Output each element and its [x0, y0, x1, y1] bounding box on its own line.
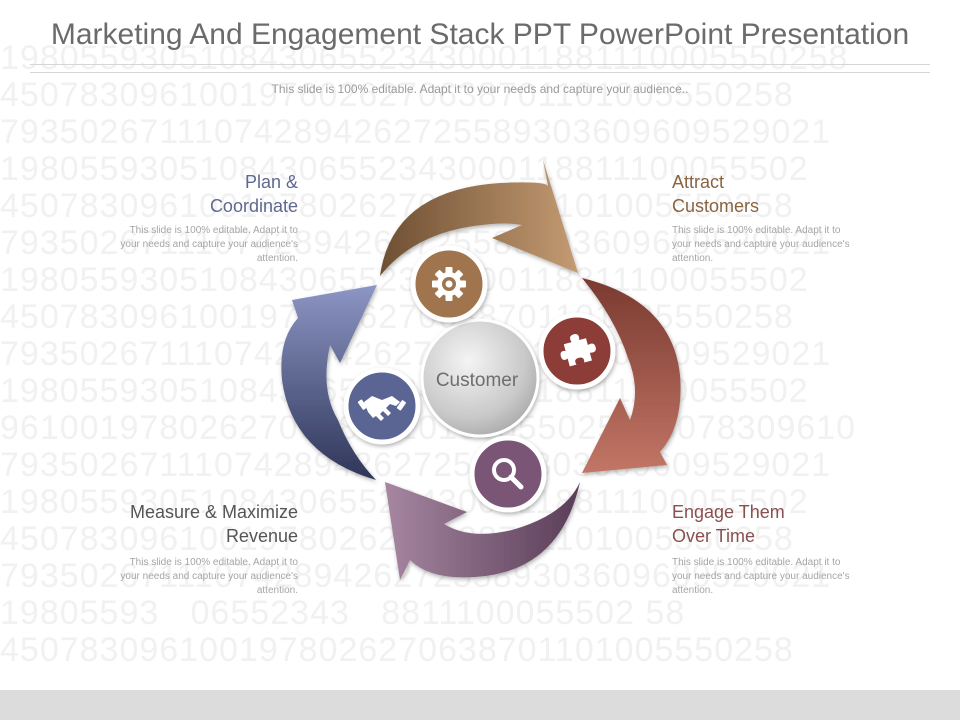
arrow-engage	[582, 278, 681, 473]
engage-title-line1: Engage Them	[672, 502, 785, 522]
title-divider-secondary	[30, 72, 930, 73]
measure-title-line2: Revenue	[225, 526, 298, 546]
magnifier-icon	[469, 435, 547, 513]
plan-title-line1: Plan &	[244, 172, 298, 192]
attract-title-line1: Attract	[672, 172, 725, 192]
measure-title: Measure & Maximize Revenue	[98, 500, 298, 548]
footer-bar	[0, 690, 960, 720]
page-title: Marketing And Engagement Stack PPT Power…	[50, 18, 910, 51]
page-subtitle: This slide is 100% editable. Adapt it to…	[271, 82, 689, 96]
customer-center-circle	[420, 318, 540, 438]
plan-title-line2: Coordinate	[209, 196, 298, 216]
engage-title-line2: Over Time	[672, 526, 756, 546]
puzzle-icon	[538, 312, 616, 390]
attract-description: This slide is 100% editable. Adapt it to…	[672, 225, 850, 264]
measure-title-line1: Measure & Maximize	[129, 502, 298, 522]
arrow-attract	[380, 160, 578, 276]
plan-description: This slide is 100% editable. Adapt it to…	[120, 225, 298, 264]
measure-description: This slide is 100% editable. Adapt it to…	[120, 557, 298, 596]
engage-title: Engage Them Over Time	[672, 500, 872, 548]
customer-label: Customer	[436, 370, 519, 391]
engage-description: This slide is 100% editable. Adapt it to…	[672, 557, 850, 596]
arrow-plan	[281, 285, 377, 480]
arrow-measure	[385, 482, 580, 580]
handshake-icon	[343, 367, 421, 445]
attract-title-line2: Customers	[672, 196, 760, 216]
plan-coordinate-title: Plan & Coordinate	[98, 170, 298, 218]
attract-customers-title: Attract Customers	[672, 170, 872, 218]
gear-icon	[410, 245, 488, 323]
title-divider	[30, 64, 930, 65]
